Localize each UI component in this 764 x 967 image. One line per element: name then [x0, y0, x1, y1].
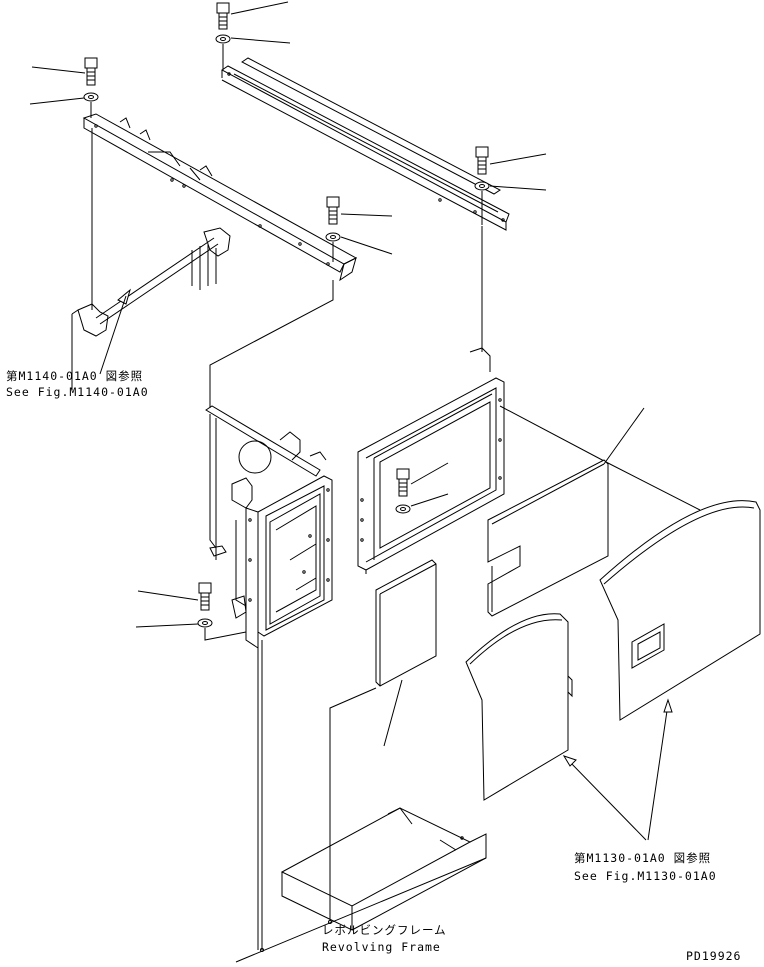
- side-cover-right: [599, 500, 761, 721]
- revolving-frame-label-jp: レボルビングフレーム: [322, 923, 447, 937]
- seal-pad-right: [487, 407, 645, 617]
- leader-lines-to-frame: [257, 640, 263, 950]
- reference-label-m1130-jp: 第M1130-01A0 図参照: [574, 851, 712, 865]
- long-bracket-right: [221, 57, 510, 231]
- reference-label-m1140-jp: 第M1140-01A0 図参照: [6, 369, 144, 383]
- reference-bracket-m1140: [71, 227, 231, 390]
- bolt-center-right: [396, 462, 449, 497]
- washer-top-center: [215, 34, 291, 70]
- washer-center-right: [395, 493, 449, 514]
- reference-label-m1140-en: See Fig.M1140-01A0: [6, 385, 149, 399]
- drawing-number: PD19926: [686, 949, 742, 963]
- radiator-frame-left: [205, 405, 333, 649]
- washer-top-right: [474, 181, 547, 352]
- washer-top-left: [29, 92, 99, 118]
- radiator-frame-right: [357, 347, 701, 574]
- revolving-frame-label-en: Revolving Frame: [322, 940, 441, 954]
- bolt-top-left: [31, 57, 98, 86]
- long-bracket-left: [82, 113, 358, 310]
- washer-middle: [209, 232, 393, 408]
- cover-reference-arrows: [562, 698, 673, 841]
- bolt-top-right: [475, 146, 547, 175]
- bolt-top-center: [216, 1, 289, 30]
- washer-lower-left: [135, 618, 247, 641]
- revolving-frame: [235, 807, 487, 963]
- bolt-lower-left: [137, 582, 212, 611]
- side-cover-left: [465, 613, 573, 801]
- seal-pad-center: [329, 559, 437, 920]
- reference-label-m1130-en: See Fig.M1130-01A0: [574, 869, 717, 883]
- bolt-middle: [326, 196, 393, 225]
